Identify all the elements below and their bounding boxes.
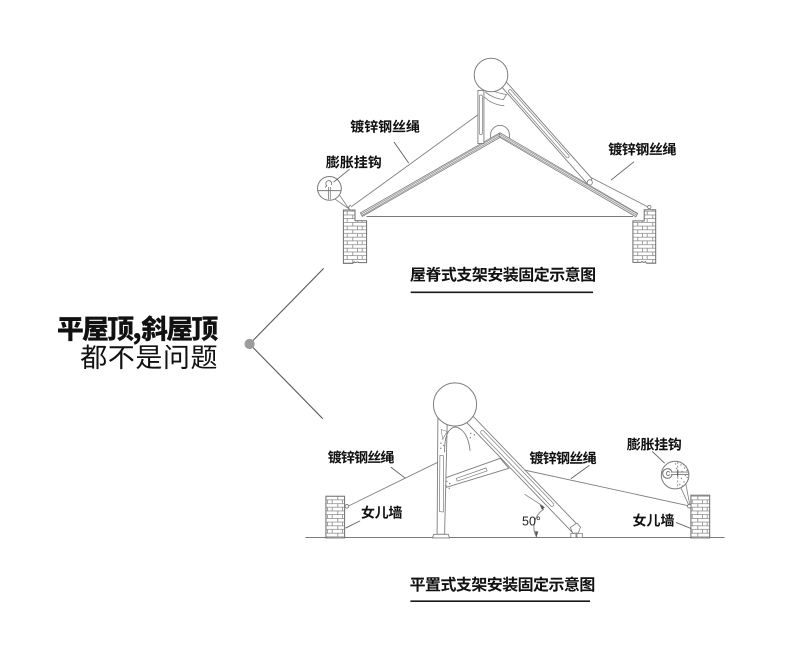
svg-text:50°: 50° [522,515,541,529]
